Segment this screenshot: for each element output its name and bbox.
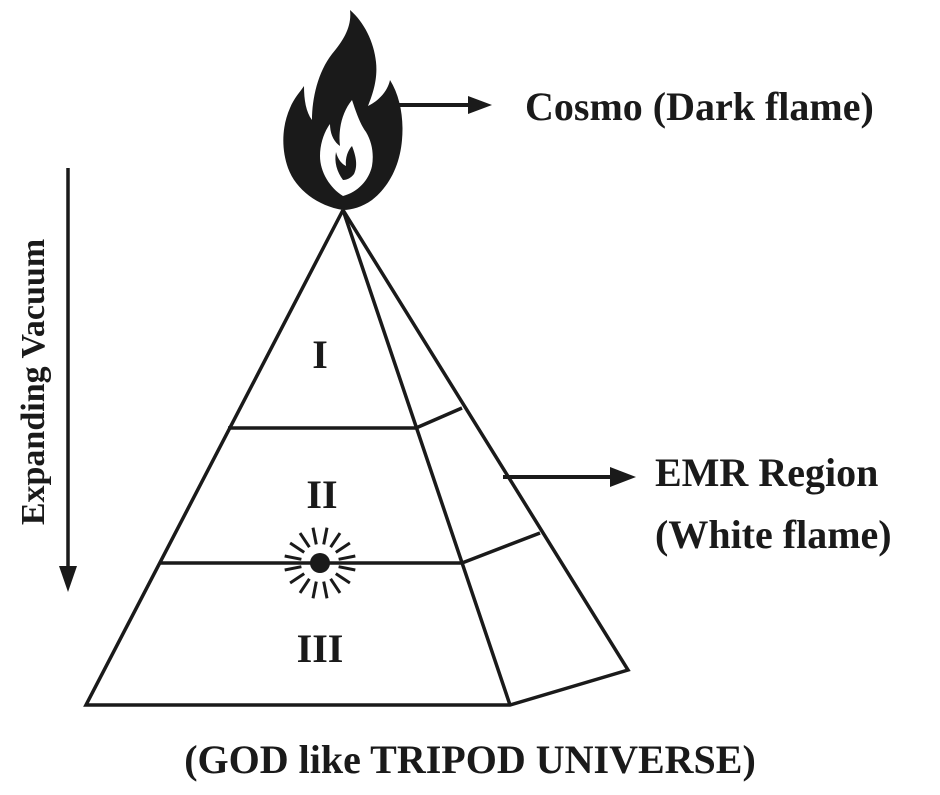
pyramid-ridge xyxy=(341,209,512,706)
sun-ray xyxy=(322,527,329,545)
diagram-caption: (GOD like TRIPOD UNIVERSE) xyxy=(184,737,756,782)
emr-label-line1: EMR Region xyxy=(655,450,878,495)
pyramid-outline xyxy=(83,209,631,707)
sun-ray xyxy=(329,577,342,594)
sun-ray xyxy=(289,541,306,554)
expanding-vacuum-arrow xyxy=(59,168,77,592)
region-label-1: I xyxy=(312,332,328,377)
region-label-3: III xyxy=(297,626,344,671)
sun-ray xyxy=(298,577,311,594)
cosmo-arrow xyxy=(395,96,492,114)
pyramid xyxy=(83,209,631,707)
sun-ray xyxy=(338,565,356,572)
sun-ray xyxy=(284,554,302,561)
sun-ray xyxy=(338,554,356,561)
sun-ray xyxy=(329,532,342,549)
expanding-vacuum-label: Expanding Vacuum xyxy=(15,239,52,525)
divider-2-side xyxy=(461,531,541,565)
sun-ray xyxy=(311,527,318,545)
flame-icon xyxy=(283,10,403,210)
sun-core xyxy=(310,553,330,573)
emr-arrow xyxy=(503,467,636,487)
sun-ray xyxy=(311,581,318,599)
sun-ray xyxy=(322,581,329,599)
sun-ray xyxy=(284,565,302,572)
cosmo-label: Cosmo (Dark flame) xyxy=(525,84,874,129)
sun-ray xyxy=(298,532,311,549)
sun-ray xyxy=(334,541,351,554)
sun-ray xyxy=(334,572,351,585)
divider-1-side xyxy=(415,406,463,430)
sun-burst-icon xyxy=(284,527,356,599)
sun-ray xyxy=(289,572,306,585)
emr-label-line2: (White flame) xyxy=(655,512,892,557)
region-label-2: II xyxy=(306,472,337,517)
